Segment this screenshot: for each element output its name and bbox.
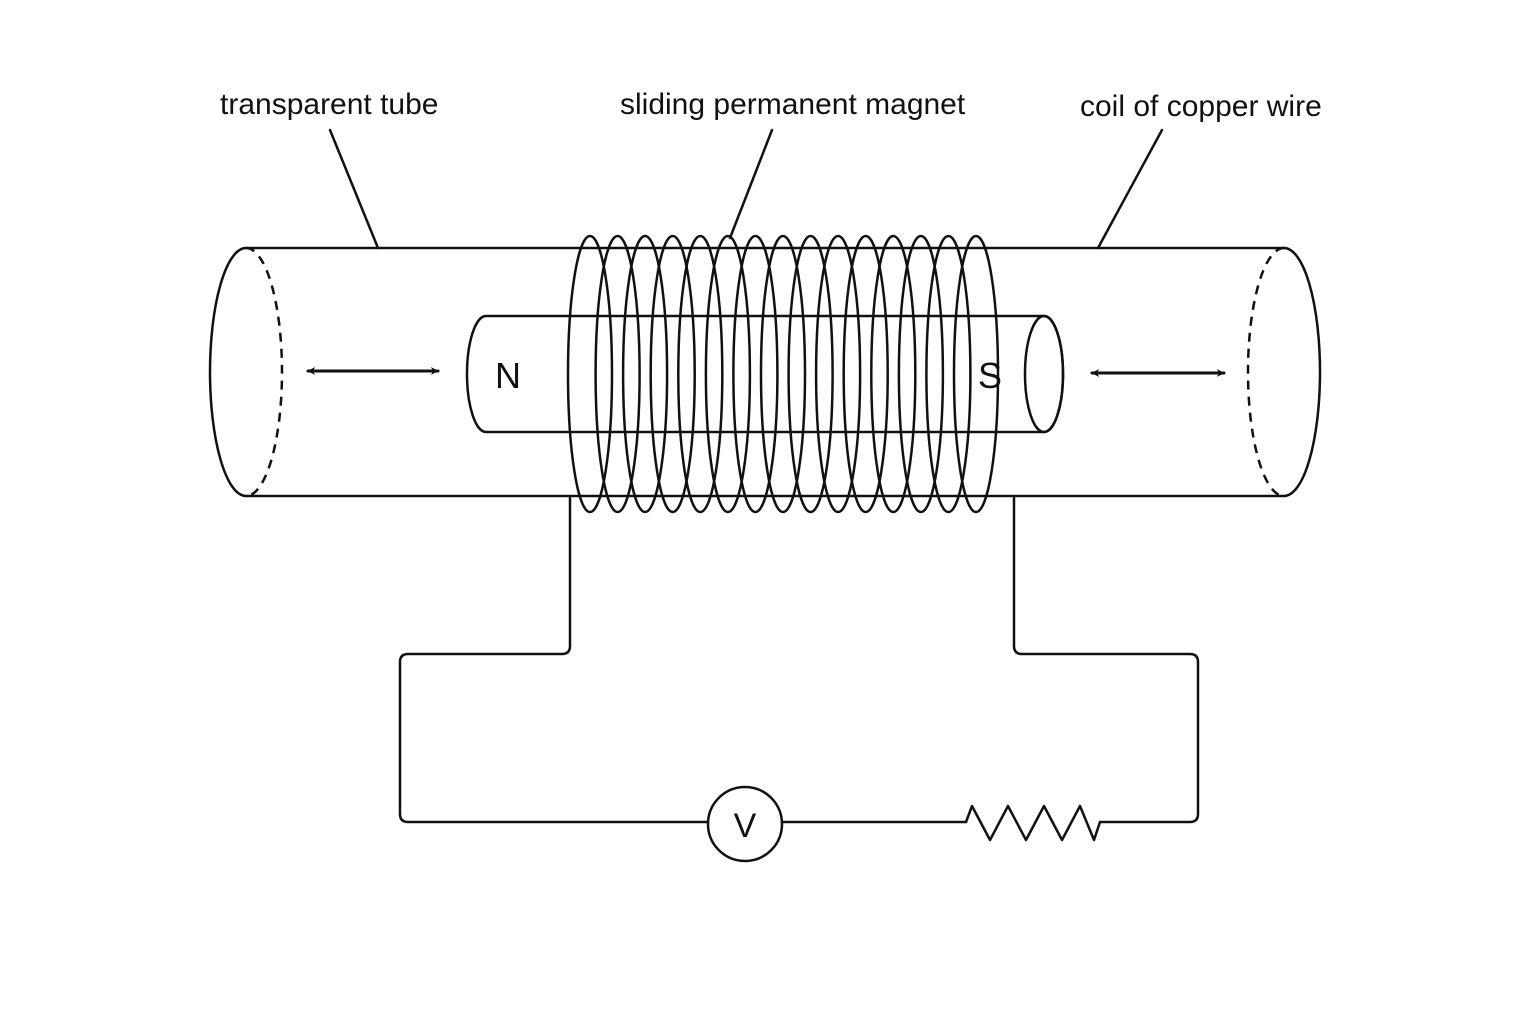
- coil-turn: [952, 234, 1000, 514]
- magnet-body: [465, 314, 1065, 434]
- coil-turn: [677, 234, 724, 514]
- magnet-right-face: [1023, 314, 1065, 434]
- labels: transparent tube sliding permanent magne…: [220, 88, 1322, 250]
- tube-left-end-front: [208, 246, 248, 498]
- coil-turn: [732, 234, 779, 514]
- coil-turn: [759, 234, 807, 514]
- circuit-wires: [398, 496, 1200, 824]
- coil-label: coil of copper wire: [1080, 90, 1322, 123]
- tube-label: transparent tube: [220, 88, 438, 121]
- voltmeter: V: [706, 785, 784, 863]
- copper-coil: [566, 234, 1000, 514]
- magnet-leader-line: [728, 128, 774, 240]
- left-lead-wire: [398, 496, 710, 824]
- voltmeter-circle: [706, 785, 784, 863]
- coil-turn: [925, 234, 972, 514]
- resistor: [964, 804, 1102, 842]
- coil-turn: [621, 234, 669, 514]
- coil-turn: [704, 234, 752, 514]
- tube-right-end-back: [1246, 246, 1285, 498]
- coil-turn: [787, 234, 834, 514]
- coil-turn: [897, 234, 945, 514]
- coil-turn: [814, 234, 862, 514]
- voltmeter-symbol: V: [734, 807, 757, 845]
- magnet-label: sliding permanent magnet: [620, 88, 966, 121]
- coil-leader-line: [1096, 128, 1164, 250]
- right-lead-wire: [1012, 496, 1200, 824]
- coil-turn: [594, 234, 641, 514]
- coil-turn: [566, 234, 614, 514]
- coil-turn: [842, 234, 889, 514]
- permanent-magnet: N S: [465, 314, 1065, 434]
- tube-right-end-front: [1282, 246, 1322, 498]
- resistor-zigzag-icon: [964, 804, 1102, 842]
- coil-turn: [870, 234, 917, 514]
- tube-leader-line: [328, 128, 380, 250]
- coil-turn: [649, 234, 696, 514]
- tube-left-end-back: [245, 246, 284, 498]
- north-pole-label: N: [495, 355, 521, 396]
